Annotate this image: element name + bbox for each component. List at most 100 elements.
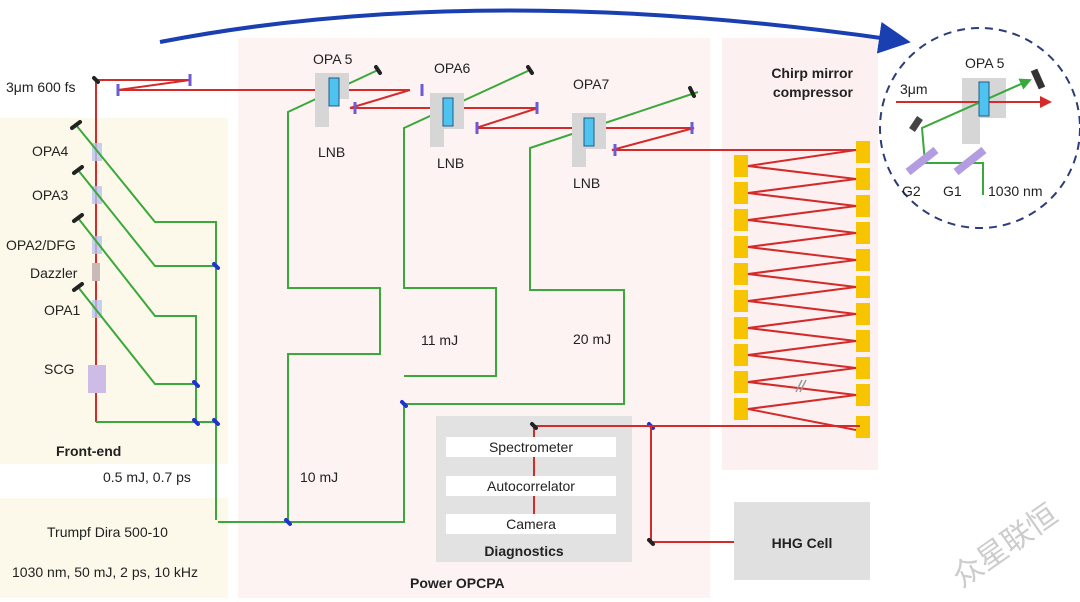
pump-opa6 bbox=[403, 69, 531, 377]
dazzler bbox=[92, 263, 100, 281]
dump-opa6 bbox=[526, 65, 534, 75]
dump-opa1 bbox=[72, 282, 84, 292]
hhg-cell-label: HHG Cell bbox=[772, 535, 833, 551]
inset-crystal-mount-leg bbox=[962, 118, 980, 144]
label-opa3: OPA3 bbox=[32, 187, 69, 203]
chirp-mirror-left bbox=[734, 371, 748, 393]
mirror-hhg bbox=[647, 538, 655, 546]
chirp-mirror-left bbox=[734, 209, 748, 231]
label-lnb-6: LNB bbox=[437, 155, 464, 171]
chirp-title-line1: Chirp mirror bbox=[771, 65, 853, 81]
dump-opa2 bbox=[72, 213, 84, 223]
diag-camera: Camera bbox=[506, 516, 556, 532]
pump-opa3 bbox=[77, 169, 216, 267]
chirp-mirror-right bbox=[856, 276, 870, 298]
watermark: 众星联恒 bbox=[946, 497, 1064, 594]
grating-g1 bbox=[953, 146, 987, 176]
laser-name: Trumpf Dira 500-10 bbox=[47, 524, 168, 540]
pump-opa1 bbox=[77, 286, 196, 385]
pump-opa5 bbox=[287, 69, 381, 522]
inset-title: OPA 5 bbox=[965, 55, 1005, 71]
break-mark bbox=[795, 379, 803, 393]
chirp-mirror-array bbox=[734, 141, 870, 438]
beamsplitter-6 bbox=[400, 400, 408, 408]
chirp-mirror-left bbox=[734, 290, 748, 312]
chirp-mirror-right bbox=[856, 141, 870, 163]
label-opa2: OPA2/DFG bbox=[6, 237, 76, 253]
chirp-mirror-right bbox=[856, 384, 870, 406]
mirror-fe-top bbox=[92, 76, 100, 84]
label-opa4: OPA4 bbox=[32, 143, 69, 159]
crystal-opa2 bbox=[92, 236, 102, 254]
beamsplitter-5 bbox=[284, 518, 292, 526]
power-opcpa-title: Power OPCPA bbox=[410, 575, 505, 591]
label-scg: SCG bbox=[44, 361, 74, 377]
inset-crystal bbox=[978, 81, 990, 117]
chirp-mirror-left bbox=[734, 155, 748, 177]
inset-pump-label: 1030 nm bbox=[988, 183, 1042, 199]
label-opa1: OPA1 bbox=[44, 302, 81, 318]
chirp-mirror-right bbox=[856, 303, 870, 325]
beamsplitter-4 bbox=[212, 418, 220, 426]
laser-specs: 1030 nm, 50 mJ, 2 ps, 10 kHz bbox=[12, 564, 198, 580]
dump-opa3 bbox=[72, 165, 84, 175]
opa5-crystal-group bbox=[315, 73, 349, 127]
laser-panel bbox=[0, 498, 228, 598]
break-mark-2 bbox=[799, 379, 807, 393]
chirp-zigzag-beam bbox=[747, 149, 857, 431]
chirp-mirror-right bbox=[856, 222, 870, 244]
energy-20mj: 20 mJ bbox=[573, 331, 611, 347]
chirp-mirror-right bbox=[856, 195, 870, 217]
diag-autocorrelator: Autocorrelator bbox=[487, 478, 575, 494]
diag-autocorrelator-box bbox=[446, 476, 616, 496]
chirp-mirror-right bbox=[856, 330, 870, 352]
label-opa6: OPA6 bbox=[434, 60, 471, 76]
inset-circle bbox=[879, 27, 1080, 229]
pump-opa4 bbox=[75, 124, 217, 520]
label-lnb-7: LNB bbox=[573, 175, 600, 191]
opa7-crystal-group bbox=[572, 113, 606, 167]
energy-11mj: 11 mJ bbox=[421, 332, 458, 348]
crystal-opa1 bbox=[92, 300, 102, 318]
dump-opa7 bbox=[688, 86, 696, 98]
zoom-arrow bbox=[159, 8, 911, 54]
grating-g2 bbox=[905, 146, 939, 176]
diagnostics-title: Diagnostics bbox=[484, 543, 564, 559]
chirp-mirror-right bbox=[856, 168, 870, 190]
chirp-mirror-left bbox=[734, 263, 748, 285]
inset-mirror-top bbox=[1030, 68, 1046, 90]
chirp-mirror-right bbox=[856, 416, 870, 438]
front-end-title: Front-end bbox=[56, 443, 121, 459]
opa6-crystal-group bbox=[430, 93, 464, 147]
inset-beam-label: 3μm bbox=[900, 81, 928, 97]
chirp-title-line2: compressor bbox=[773, 84, 854, 100]
dump-opa4 bbox=[70, 120, 82, 130]
front-end-panel bbox=[0, 118, 228, 464]
chirp-mirror-left bbox=[734, 398, 748, 420]
diag-camera-box bbox=[446, 514, 616, 534]
beamsplitter-1 bbox=[212, 262, 220, 270]
inset-mirror-left bbox=[909, 116, 923, 132]
hhg-cell-box bbox=[734, 502, 870, 580]
diag-spectrometer: Spectrometer bbox=[489, 439, 573, 455]
label-dazzler: Dazzler bbox=[30, 265, 78, 281]
front-end-output-label: 3μm 600 fs bbox=[6, 79, 76, 95]
chirp-mirror-left bbox=[734, 182, 748, 204]
front-end-pump-out: 0.5 mJ, 0.7 ps bbox=[103, 469, 191, 485]
chirp-mirror-right bbox=[856, 357, 870, 379]
dump-opa5 bbox=[374, 65, 382, 75]
inset-g2-label: G2 bbox=[902, 183, 921, 199]
chirp-mirror-left bbox=[734, 344, 748, 366]
label-lnb-5: LNB bbox=[318, 144, 345, 160]
inset-g1-label: G1 bbox=[943, 183, 962, 199]
beamsplitter-3 bbox=[192, 418, 200, 426]
beamsplitter-2 bbox=[192, 380, 200, 388]
pump-opa2 bbox=[77, 217, 197, 422]
energy-10mj: 10 mJ bbox=[300, 469, 338, 485]
mirror-diag bbox=[530, 422, 538, 430]
label-opa5: OPA 5 bbox=[313, 51, 353, 67]
scg bbox=[88, 365, 106, 393]
chirp-mirror-right bbox=[856, 249, 870, 271]
pump-main bbox=[218, 91, 699, 523]
